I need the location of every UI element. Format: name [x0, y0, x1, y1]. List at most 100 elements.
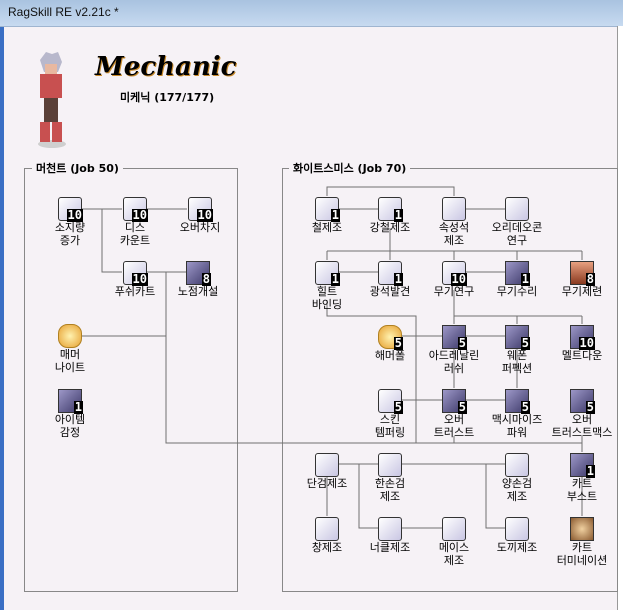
- skill-smith-spear[interactable]: 창제조: [292, 517, 362, 554]
- skill-level: 5: [520, 400, 530, 414]
- skill-label: 노점개설: [177, 285, 219, 298]
- skill-label: 매머: [59, 348, 81, 361]
- skill-label: 제조: [379, 490, 401, 503]
- skill-label: 러쉬: [443, 362, 465, 375]
- smith-two-handed-sword-icon: [505, 453, 529, 477]
- skill-level: 10: [131, 272, 148, 286]
- skill-label: 무기연구: [433, 285, 475, 298]
- cart-termination-icon: [570, 517, 594, 541]
- skill-label: 단검제조: [306, 477, 348, 490]
- smith-mace-icon: [442, 517, 466, 541]
- skill-level: 8: [585, 272, 595, 286]
- skill-label: 부스트: [566, 490, 598, 503]
- skill-level: 10: [131, 208, 148, 222]
- skill-label: 웨폰: [506, 349, 528, 362]
- skill-label: 나이트: [54, 361, 86, 374]
- skill-label: 무기수리: [496, 285, 538, 298]
- skill-level: 8: [201, 272, 211, 286]
- meltdown-icon: 10: [570, 325, 595, 350]
- maximize-power-icon: 5: [505, 389, 530, 414]
- skill-label: 아이템: [54, 413, 86, 426]
- over-thrust-max-icon: 5: [570, 389, 595, 414]
- skill-label: 한손검: [374, 477, 406, 490]
- smith-dagger-icon: [315, 453, 339, 477]
- skill-label: 아드레날린: [428, 349, 480, 362]
- skill-label: 메이스: [438, 541, 470, 554]
- skill-level: 1: [520, 272, 530, 286]
- skill-label: 소지량: [54, 221, 86, 234]
- skill-smith-knucklebrace[interactable]: 너클제조: [355, 517, 425, 554]
- weapon-perfection-icon: 5: [505, 325, 530, 350]
- steel-tempering-icon: 1: [378, 197, 403, 222]
- skill-label: 도끼제조: [496, 541, 538, 554]
- cart-boost-icon: 1: [570, 453, 595, 478]
- skill-label: 스킨: [379, 413, 401, 426]
- skill-label: 멜트다운: [561, 349, 603, 362]
- weapon-repair-icon: 1: [505, 261, 530, 286]
- skin-tempering-icon: 5: [378, 389, 403, 414]
- ore-discovery-icon: 1: [378, 261, 403, 286]
- skill-label: 오버: [443, 413, 465, 426]
- vending-icon: 8: [186, 261, 211, 286]
- skill-level: 1: [330, 272, 340, 286]
- skill-label: 오버: [571, 413, 593, 426]
- skill-label: 광석발견: [369, 285, 411, 298]
- skill-level: 10: [578, 336, 595, 350]
- skill-label: 퍼펙션: [501, 362, 533, 375]
- smith-axe-icon: [505, 517, 529, 541]
- skill-label: 바인딩: [311, 298, 343, 311]
- skill-label: 트러스트맥스: [551, 426, 613, 439]
- skill-level: 5: [393, 400, 403, 414]
- skill-level: 1: [330, 208, 340, 222]
- skill-level: 5: [457, 400, 467, 414]
- job-title: Mechanic: [95, 52, 237, 82]
- skill-smith-dagger[interactable]: 단검제조: [292, 453, 362, 490]
- window-title: RagSkill RE v2.21c *: [8, 5, 119, 19]
- skill-label: 속성석: [438, 221, 470, 234]
- skill-level: 5: [585, 400, 595, 414]
- skill-label: 강철제조: [369, 221, 411, 234]
- skill-level: 10: [450, 272, 467, 286]
- cart-bag-icon: 10: [58, 197, 83, 222]
- skill-label: 카트: [571, 541, 593, 554]
- skill-label: 무기제련: [561, 285, 603, 298]
- oridecon-research-icon: [505, 197, 529, 221]
- merchant-group: [24, 168, 238, 592]
- skill-label: 푸쉬카트: [114, 285, 156, 298]
- hammerfall-icon: 5: [378, 325, 403, 350]
- skill-level: 10: [196, 208, 213, 222]
- skill-level: 5: [393, 336, 403, 350]
- skill-smith-axe[interactable]: 도끼제조: [482, 517, 552, 554]
- whitesmith-group-title: 화이트스미스 (Job 70): [289, 160, 411, 176]
- skill-label: 오버차지: [179, 221, 221, 234]
